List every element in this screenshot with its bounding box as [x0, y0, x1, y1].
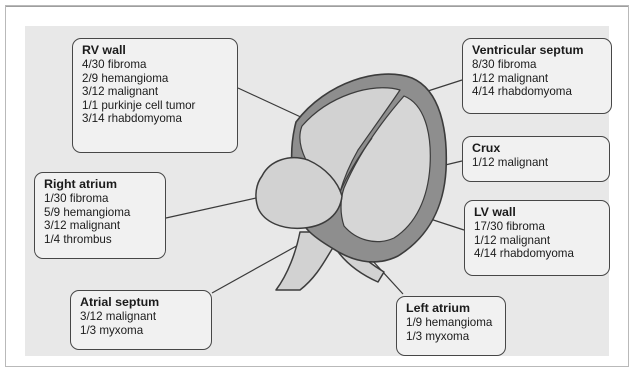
rv-wall-item: 2/9 hemangioma [82, 72, 229, 86]
right-atrium-item: 1/30 fibroma [44, 192, 157, 206]
rv-wall-item: 4/30 fibroma [82, 58, 229, 72]
right-atrium-item: 5/9 hemangioma [44, 206, 157, 220]
left-atrium-callout: Left atrium 1/9 hemangioma 1/3 myxoma [396, 296, 506, 356]
rv-wall-title: RV wall [82, 43, 229, 58]
lv-wall-item: 1/12 malignant [474, 234, 601, 248]
ventricular-septum-title: Ventricular septum [472, 43, 603, 58]
lv-wall-title: LV wall [474, 205, 601, 220]
crux-callout: Crux 1/12 malignant [462, 136, 610, 182]
right-atrium-item: 3/12 malignant [44, 219, 157, 233]
left-atrium-title: Left atrium [406, 301, 497, 316]
ventricular-septum-item: 1/12 malignant [472, 72, 603, 86]
ventricular-septum-callout: Ventricular septum 8/30 fibroma 1/12 mal… [462, 38, 612, 114]
atrial-septum-item: 3/12 malignant [80, 310, 203, 324]
rv-wall-callout: RV wall 4/30 fibroma 2/9 hemangioma 3/12… [72, 38, 238, 153]
rv-wall-item: 3/12 malignant [82, 85, 229, 99]
crux-title: Crux [472, 141, 601, 156]
left-atrium-item: 1/9 hemangioma [406, 316, 497, 330]
right-atrium-callout: Right atrium 1/30 fibroma 5/9 hemangioma… [34, 172, 166, 259]
atrial-septum-callout: Atrial septum 3/12 malignant 1/3 myxoma [70, 290, 212, 350]
atrial-septum-title: Atrial septum [80, 295, 203, 310]
right-atrium-title: Right atrium [44, 177, 157, 192]
left-atrium-item: 1/3 myxoma [406, 330, 497, 344]
ventricular-septum-item: 8/30 fibroma [472, 58, 603, 72]
right-atrium-item: 1/4 thrombus [44, 233, 157, 247]
leader-right-atrium [166, 198, 256, 218]
lv-wall-item: 17/30 fibroma [474, 220, 601, 234]
crux-item: 1/12 malignant [472, 156, 601, 170]
rv-wall-item: 3/14 rhabdomyoma [82, 112, 229, 126]
ventricular-septum-item: 4/14 rhabdomyoma [472, 85, 603, 99]
lv-wall-item: 4/14 rhabdomyoma [474, 247, 601, 261]
atrial-septum-item: 1/3 myxoma [80, 324, 203, 338]
rv-wall-item: 1/1 purkinje cell tumor [82, 99, 229, 113]
lv-wall-callout: LV wall 17/30 fibroma 1/12 malignant 4/1… [464, 200, 610, 276]
